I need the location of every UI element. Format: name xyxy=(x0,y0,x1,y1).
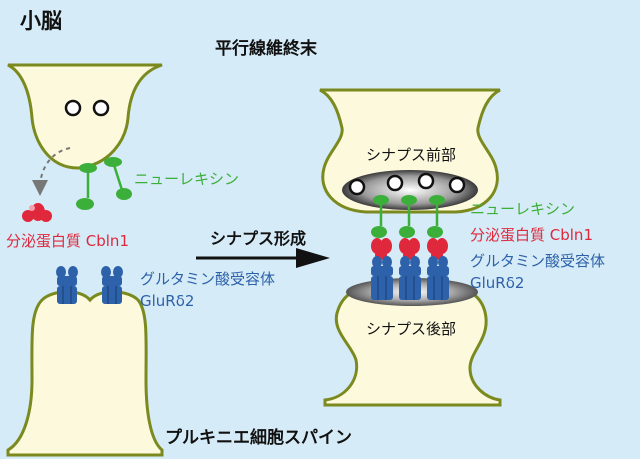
left-neurexin-proteins xyxy=(76,157,132,210)
left-cbln1-protein xyxy=(22,203,52,222)
secretion-arrow xyxy=(32,147,71,196)
left-presynaptic-terminal xyxy=(7,63,163,170)
title-cerebellum: 小脳 xyxy=(20,9,62,33)
label-glur-right-subunit: GluRδ2 xyxy=(470,274,524,292)
synapse-formation-arrow xyxy=(196,248,330,268)
label-purkinje-spine: プルキニエ細胞スパイン xyxy=(165,427,352,448)
label-glur-left-name: グルタミン酸受容体 xyxy=(140,270,275,288)
left-postsynaptic-spine xyxy=(6,290,164,457)
label-parallel-fiber-terminal: 平行線維終末 xyxy=(215,38,318,59)
label-neurexin-left: ニューレキシン xyxy=(134,170,239,188)
label-cbln1-left: 分泌蛋白質 Cbln1 xyxy=(6,232,129,250)
label-neurexin-right: ニューレキシン xyxy=(470,200,575,218)
label-glur-left-subunit: GluRδ2 xyxy=(140,292,194,310)
label-synapse-formation: シナプス形成 xyxy=(210,229,306,248)
label-presynaptic: シナプス前部 xyxy=(366,146,456,164)
label-glur-right-name: グルタミン酸受容体 xyxy=(470,252,605,270)
label-postsynaptic: シナプス後部 xyxy=(366,320,456,338)
left-glur-receptors xyxy=(56,266,123,304)
right-trans-synaptic-complexes xyxy=(371,195,449,300)
label-cbln1-right: 分泌蛋白質 Cbln1 xyxy=(470,226,593,244)
